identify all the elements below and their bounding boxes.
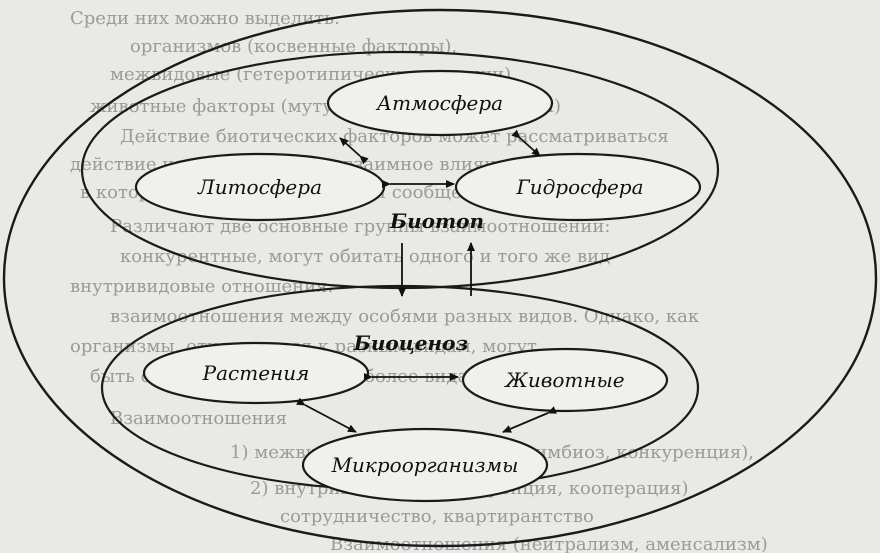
- animals-label: Животные: [503, 368, 624, 392]
- biotope-label: Биотоп: [389, 209, 484, 233]
- bg-line: взаимоотношения между особями разных вид…: [110, 306, 700, 327]
- arrow-atmosphere-hydrosphere: [511, 129, 541, 157]
- arrow-plants-microorganisms: [296, 397, 357, 433]
- arrow-atmosphere-lithosphere: [339, 137, 369, 165]
- atmosphere-label: Атмосфера: [375, 91, 503, 115]
- bg-line: Среди них можно выделить:: [70, 8, 340, 29]
- microorganisms-ellipse: [301, 427, 549, 503]
- hydrosphere-ellipse: [454, 152, 702, 222]
- bg-line: Различают две основные группы взаимоотно…: [110, 216, 610, 237]
- lithosphere-label: Литосфера: [197, 175, 322, 199]
- ecosystem-outer-ellipse: [2, 8, 878, 548]
- bg-line: Взаимоотношения: [110, 408, 287, 429]
- bg-line: сотрудничество, квартирантство: [280, 506, 594, 527]
- biocenosis-label: Биоценоз: [353, 331, 468, 355]
- animals-ellipse: [461, 347, 669, 413]
- microorganisms-label: Микроорганизмы: [331, 453, 519, 477]
- bg-line: организмов (косвенные факторы),: [130, 36, 457, 57]
- bg-line: конкурентные, могут обитать одного и тог…: [120, 246, 610, 267]
- plants-label: Растения: [202, 361, 310, 385]
- atmosphere-ellipse: [326, 69, 554, 137]
- arrow-animals-microorganisms: [502, 406, 557, 433]
- hydrosphere-label: Гидросфера: [515, 175, 643, 199]
- bg-line: внутривидовые отношения.: [70, 276, 333, 297]
- bg-line: Взаимоотношения (нейтрализм, аменсализм): [330, 534, 768, 553]
